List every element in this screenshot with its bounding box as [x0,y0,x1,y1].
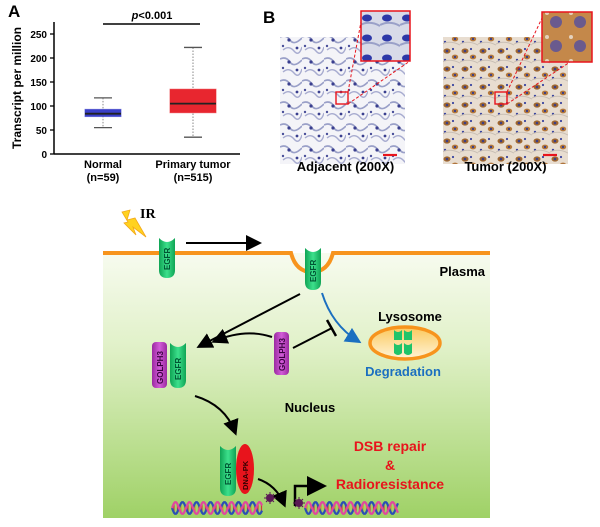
box-primary-tumor [169,88,217,114]
backbone [303,501,399,515]
arrow-nuclear-translocation [194,395,239,436]
x-tick-sublabel: (n=59) [87,172,120,184]
roi-box [494,91,508,105]
zoom-inset-adjacent [360,10,411,62]
adjacent-tissue-image [280,10,411,164]
degradation-label: Degradation [365,364,441,379]
arrow-to-complex [196,293,301,348]
egfr-receptor-membrane: EGFR [159,238,175,278]
x-tick-sublabel: (n=515) [174,172,213,184]
panel-b-label: B [263,8,276,27]
golph3-egfr-complex: GOLPH3 EGFR [152,342,186,388]
y-tick-label: 200 [30,54,47,65]
dna-break-marker-right [293,497,305,509]
lysosome [368,325,442,361]
backbone [170,501,263,515]
svg-text:DNA-PK: DNA-PK [241,460,250,490]
y-tick-label: 250 [30,30,47,41]
plasma-label: Plasma [439,264,485,279]
dna-break-marker-left [264,492,276,504]
svg-text:EGFR: EGFR [309,260,318,282]
boxplot-chart: 0 50 100 150 200 250 Transcript per millionNor… [10,10,240,184]
svg-text:EGFR: EGFR [224,463,233,485]
backbone [170,501,263,515]
panel-a-label: A [8,2,21,21]
zoom-inset-tumor [541,11,593,63]
svg-text:EGFR: EGFR [174,358,183,380]
y-tick-label: 100 [30,102,47,113]
egfr-dnapk-complex: EGFR DNA-PK [220,444,254,496]
mechanism-diagram: IR EGFR EGFR Plasma GOLPH3 Lysosome Degr… [103,207,490,518]
outcome-radioresistance: Radioresistance [336,476,444,492]
lysosome-label: Lysosome [378,309,442,324]
tumor-tissue-image [443,11,593,164]
x-tick-label: Primary tumor [155,159,231,171]
inhibition-line [292,327,333,349]
x-tick-label: Normal [84,159,122,171]
outcome-dsb-repair: DSB repair [354,438,427,454]
outcome-ampersand: & [385,457,395,473]
caption-adjacent: Adjacent (200X) [296,159,395,174]
ir-label: IR [140,207,156,222]
arrow-to-dna [257,478,287,508]
p-value-annotation: p<0.001 [131,10,173,22]
y-axis-label: Transcript per million [10,27,24,149]
arrow-golph3-binding [211,328,273,344]
inhibition-bar [325,319,338,337]
y-tick-label: 150 [30,78,47,89]
egfr-receptor-pit: EGFR [305,248,321,290]
nucleus-label: Nucleus [285,400,336,415]
y-tick-label: 50 [36,126,48,137]
roi-box [335,91,349,105]
arrow-degradation [321,292,362,344]
svg-text:EGFR: EGFR [163,248,172,270]
caption-tumor: Tumor (200X) [464,159,547,174]
svg-text:GOLPH3: GOLPH3 [278,338,287,371]
dna-strand-right [303,501,399,515]
golph3-free: GOLPH3 [274,332,289,375]
cell-background [103,253,490,518]
ihc-images [280,10,593,164]
lightning-icon [121,209,147,238]
svg-text:GOLPH3: GOLPH3 [156,351,165,384]
y-tick-label: 0 [41,150,47,161]
dna-strand-left [170,501,263,515]
